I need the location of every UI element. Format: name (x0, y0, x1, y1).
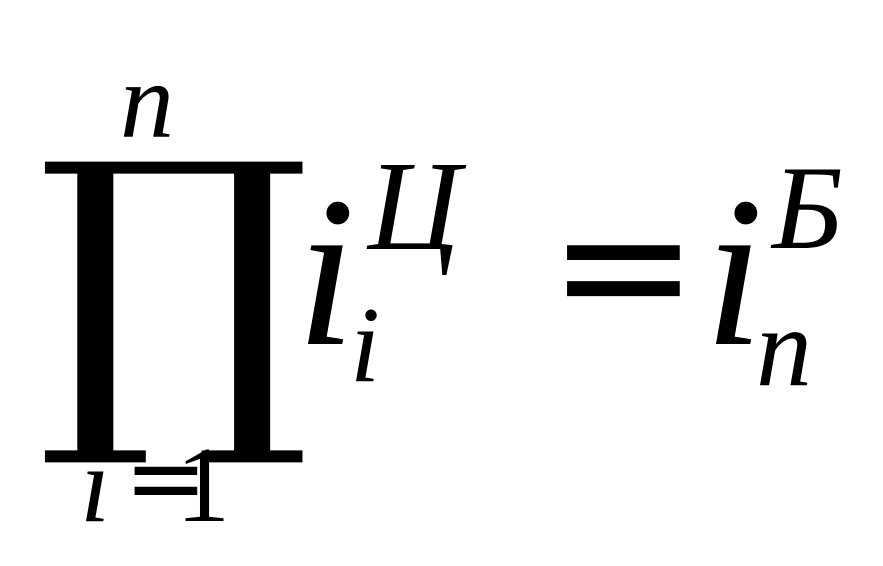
product-upper-limit: n (120, 42, 174, 161)
product-lower-index: i (80, 426, 111, 545)
product-operator: ∏ (36, 93, 312, 477)
lhs-base-symbol: i (296, 152, 356, 391)
equals-sign: = (548, 161, 699, 370)
rhs-base-symbol: i (704, 152, 764, 391)
lhs-subscript: i (350, 286, 381, 405)
rhs-superscript: Б (772, 141, 843, 274)
product-lower-value: 1 (176, 426, 230, 545)
rhs-subscript: n (756, 286, 812, 410)
product-lower-equals: = (124, 419, 208, 536)
lhs-superscript: Ц (368, 135, 461, 277)
